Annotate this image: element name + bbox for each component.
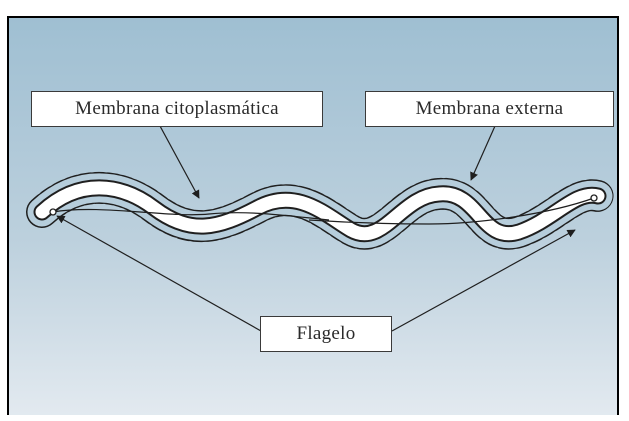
diagram-frame: Membrana citoplasmática Membrana externa… xyxy=(7,16,619,415)
label-outer-membrane: Membrana externa xyxy=(365,91,614,127)
label-flagellum: Flagelo xyxy=(260,316,392,352)
label-flagellum-text: Flagelo xyxy=(296,323,355,345)
label-cytoplasmic-membrane: Membrana citoplasmática xyxy=(31,91,323,127)
label-outer-membrane-text: Membrana externa xyxy=(416,98,564,120)
spirochete-diagram xyxy=(9,18,617,415)
insertion-point-left xyxy=(50,209,56,215)
label-cytoplasmic-membrane-text: Membrana citoplasmática xyxy=(75,98,279,120)
insertion-point-right xyxy=(591,195,597,201)
